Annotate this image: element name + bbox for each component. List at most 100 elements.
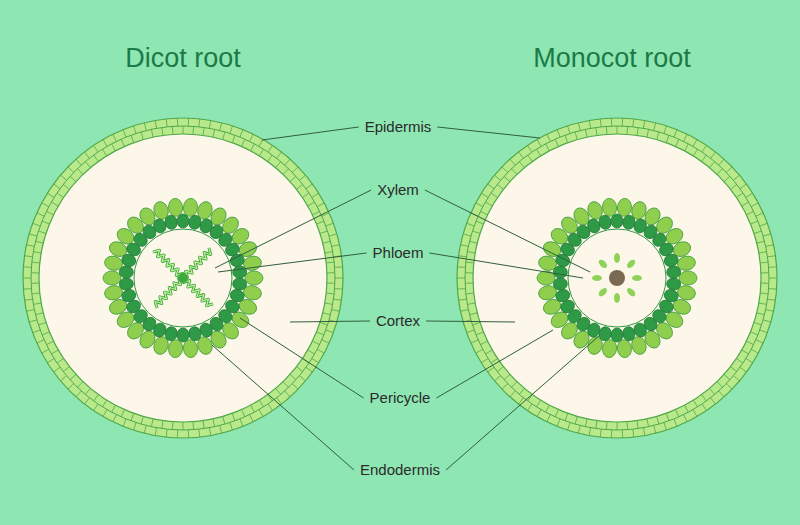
epidermis-cell [726,167,732,173]
epidermis-cell [335,278,343,279]
epidermis-cell [193,126,195,134]
epidermis-cell [102,400,106,407]
epidermis-cell [322,340,329,343]
epidermis-cell [470,241,478,243]
epidermis-cell [693,139,697,146]
epidermis-cell [460,245,468,247]
epidermis-cell [768,299,776,300]
xylem-arm [155,278,183,308]
leader-line [446,335,600,470]
section-title: Dicot root [125,42,241,74]
epidermis-cell [742,350,749,354]
epidermis-cell [622,118,623,126]
epidermis-cell [57,193,64,197]
epidermis-cell [42,332,49,335]
epidermis-cell [746,341,753,345]
epidermis-cell [37,340,44,343]
epidermis-cell [757,313,765,315]
epidermis-cell [84,152,89,158]
epidermis-cell [666,413,669,421]
epidermis-cell [33,252,41,253]
epidermis-cell [674,419,677,426]
part-label: Xylem [375,181,421,199]
epidermis-cell [606,422,608,430]
epidermis-cell [250,134,254,141]
epidermis-cell [763,234,771,236]
epidermis-cell [290,176,296,181]
phloem-strand [597,258,608,269]
epidermis-cell [177,118,178,126]
part-label: Cortex [374,312,422,330]
epidermis-cell [32,262,40,264]
epidermis-cell [162,127,163,135]
epidermis-cell [622,430,623,438]
epidermis-cell [756,340,763,343]
epidermis-cell [85,162,90,168]
epidermis-cell [46,211,53,215]
epidermis-cell [510,391,515,397]
epidermis-cell [467,252,475,253]
epidermis-cell [736,193,743,197]
epidermis-cell [29,234,37,236]
epidermis-cell [335,266,343,268]
xylem-arm [155,278,183,308]
epidermis-cell [268,145,272,152]
leader-line [215,190,371,268]
epidermis-cell [42,203,49,207]
leader-lines [212,127,600,470]
dicot-root-section [23,118,343,438]
epidermis-cell [485,350,492,354]
epidermis-cell [568,126,570,134]
epidermis-cell [29,320,37,322]
epidermis-cell [632,429,634,437]
epidermis-cell [299,175,305,180]
epidermis-cell [555,410,558,417]
epidermis-cell [209,428,210,436]
epidermis-cell [488,184,494,189]
epidermis-cell [37,213,44,216]
pericycle-cell [177,214,189,228]
epidermis-cell [94,404,98,411]
epidermis-cell [84,398,89,404]
epidermis-cell [578,123,580,131]
epidermis-cell [240,130,243,137]
epidermis-cell [769,278,777,279]
pericycle-cell [188,326,203,342]
epidermis-cell [480,211,487,215]
epidermis-cell [502,167,508,173]
epidermis-cell [259,149,263,156]
epidermis-cell [565,413,568,421]
epidermis-cell [685,405,689,412]
epidermis-cell [733,376,739,381]
epidermis-cell [710,162,715,168]
epidermis-cell [632,119,634,127]
epidermis-cell [306,184,312,189]
epidermis-cell [172,422,174,430]
epidermis-cell [42,221,49,224]
epidermis-cell [312,359,319,363]
endodermis-cell [245,271,263,285]
epidermis-cell [759,252,767,253]
epidermis-cell [320,231,328,233]
epidermis-cell [103,410,107,417]
xylem-arm [183,248,211,278]
epidermis-cell [63,367,69,372]
epidermis-cell [203,421,204,429]
epidermis-cell [31,272,39,273]
epidermis-cell [674,130,677,137]
epidermis-cell [606,126,608,134]
epidermis-cell [23,266,31,268]
epidermis-cell [465,283,473,284]
phloem-strand [597,286,608,297]
epidermis-cell [719,159,724,165]
pericycle-cell [119,277,134,290]
leader-line [262,127,359,140]
epidermis-cell [740,184,746,189]
epidermis-cell [617,126,618,134]
epidermis-cell [761,283,769,284]
epidermis-cell [292,384,298,390]
epidermis-ring [465,126,769,430]
epidermis-cell [276,388,281,394]
epidermis-cell [480,341,487,345]
pericycle-cell [666,265,681,278]
